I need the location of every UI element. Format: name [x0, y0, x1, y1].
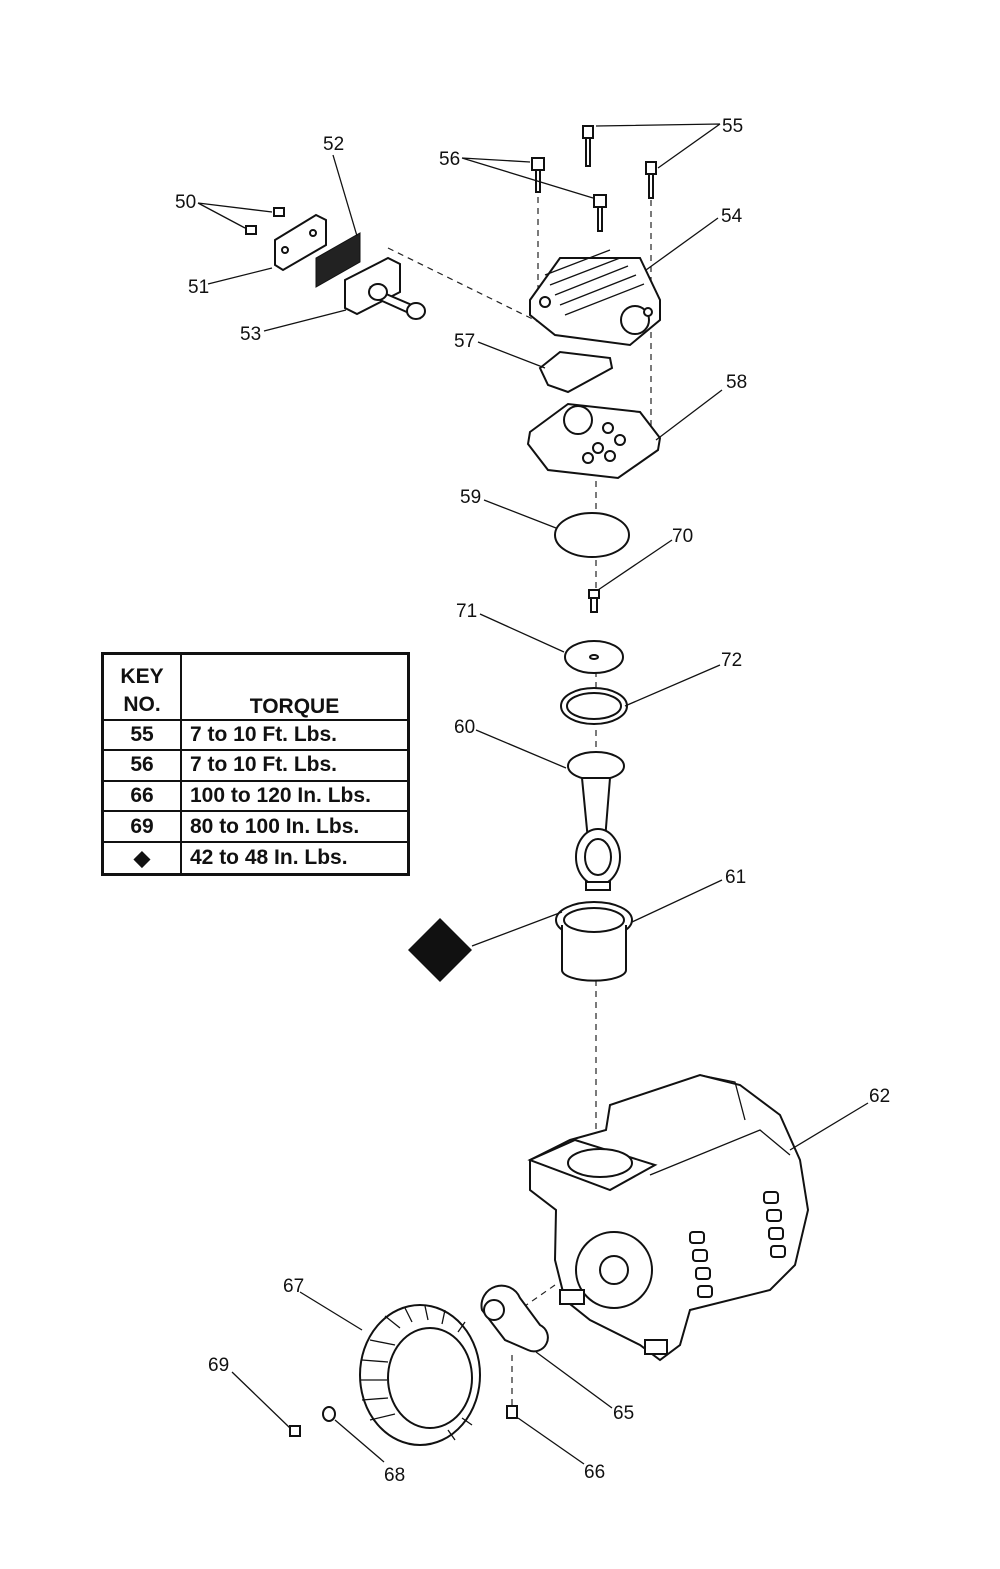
callout-57: 57 [454, 331, 475, 352]
callout-52: 52 [323, 134, 344, 155]
o-ring-59 [554, 512, 630, 558]
callout-50: 50 [175, 192, 196, 213]
key-no: 56 [101, 749, 182, 782]
callout-60: 60 [454, 717, 475, 738]
callout-56: 56 [439, 149, 460, 170]
key-no: 69 [101, 810, 182, 844]
callout-59: 59 [460, 487, 481, 508]
callout-62: 62 [869, 1086, 890, 1107]
screw-50 [245, 207, 285, 235]
callout-65: 65 [613, 1403, 634, 1424]
torque-diamond-marker [408, 918, 472, 982]
key-no: 55 [101, 718, 182, 752]
intake-housing-53 [344, 256, 426, 320]
crankcase-motor-62 [527, 1073, 810, 1362]
key-no-diamond: ◆ [101, 841, 182, 876]
callout-51: 51 [188, 277, 209, 298]
screw-70 [588, 589, 600, 613]
callout-53: 53 [240, 324, 261, 345]
table-row: 66 100 to 120 In. Lbs. [101, 779, 410, 813]
retainer-71 [564, 640, 624, 674]
callout-70: 70 [672, 526, 693, 547]
retainer-block-51 [274, 213, 327, 272]
torque-value: 7 to 10 Ft. Lbs. [180, 718, 410, 752]
table-row: 55 7 to 10 Ft. Lbs. [101, 718, 410, 752]
torque-value: 7 to 10 Ft. Lbs. [180, 749, 410, 782]
key-no: 66 [101, 779, 182, 813]
callout-72: 72 [721, 650, 742, 671]
callout-69: 69 [208, 1355, 229, 1376]
table-row: 69 80 to 100 In. Lbs. [101, 810, 410, 844]
cylinder-sleeve-61 [555, 901, 633, 982]
callout-67: 67 [283, 1276, 304, 1297]
callout-68: 68 [384, 1465, 405, 1486]
torque-value: 42 to 48 In. Lbs. [180, 841, 410, 876]
callout-66: 66 [584, 1462, 605, 1483]
torque-value: 100 to 120 In. Lbs. [180, 779, 410, 813]
callout-54: 54 [721, 206, 743, 227]
screw-69 [289, 1425, 301, 1437]
callout-55: 55 [722, 116, 743, 137]
callout-71: 71 [456, 601, 477, 622]
cylinder-head-54 [529, 249, 661, 347]
head-gasket-57 [538, 350, 614, 394]
bolt-56 [531, 157, 607, 232]
washer-68 [322, 1406, 336, 1422]
piston-ring-72 [560, 687, 628, 725]
callout-leaders [197, 123, 869, 1465]
callout-58: 58 [726, 372, 747, 393]
counterweight-65 [480, 1284, 549, 1353]
table-header-torque: TORQUE [180, 652, 410, 721]
bolt-55 [582, 125, 657, 199]
set-screw-66 [506, 1405, 518, 1419]
table-row: ◆ 42 to 48 In. Lbs. [101, 841, 410, 876]
fan-67 [359, 1304, 481, 1446]
connecting-rod-60 [567, 751, 625, 891]
table-row: 56 7 to 10 Ft. Lbs. [101, 749, 410, 782]
valve-plate-58 [526, 402, 662, 480]
torque-value: 80 to 100 In. Lbs. [180, 810, 410, 844]
callout-61: 61 [725, 867, 746, 888]
filter-element-52 [315, 232, 361, 288]
